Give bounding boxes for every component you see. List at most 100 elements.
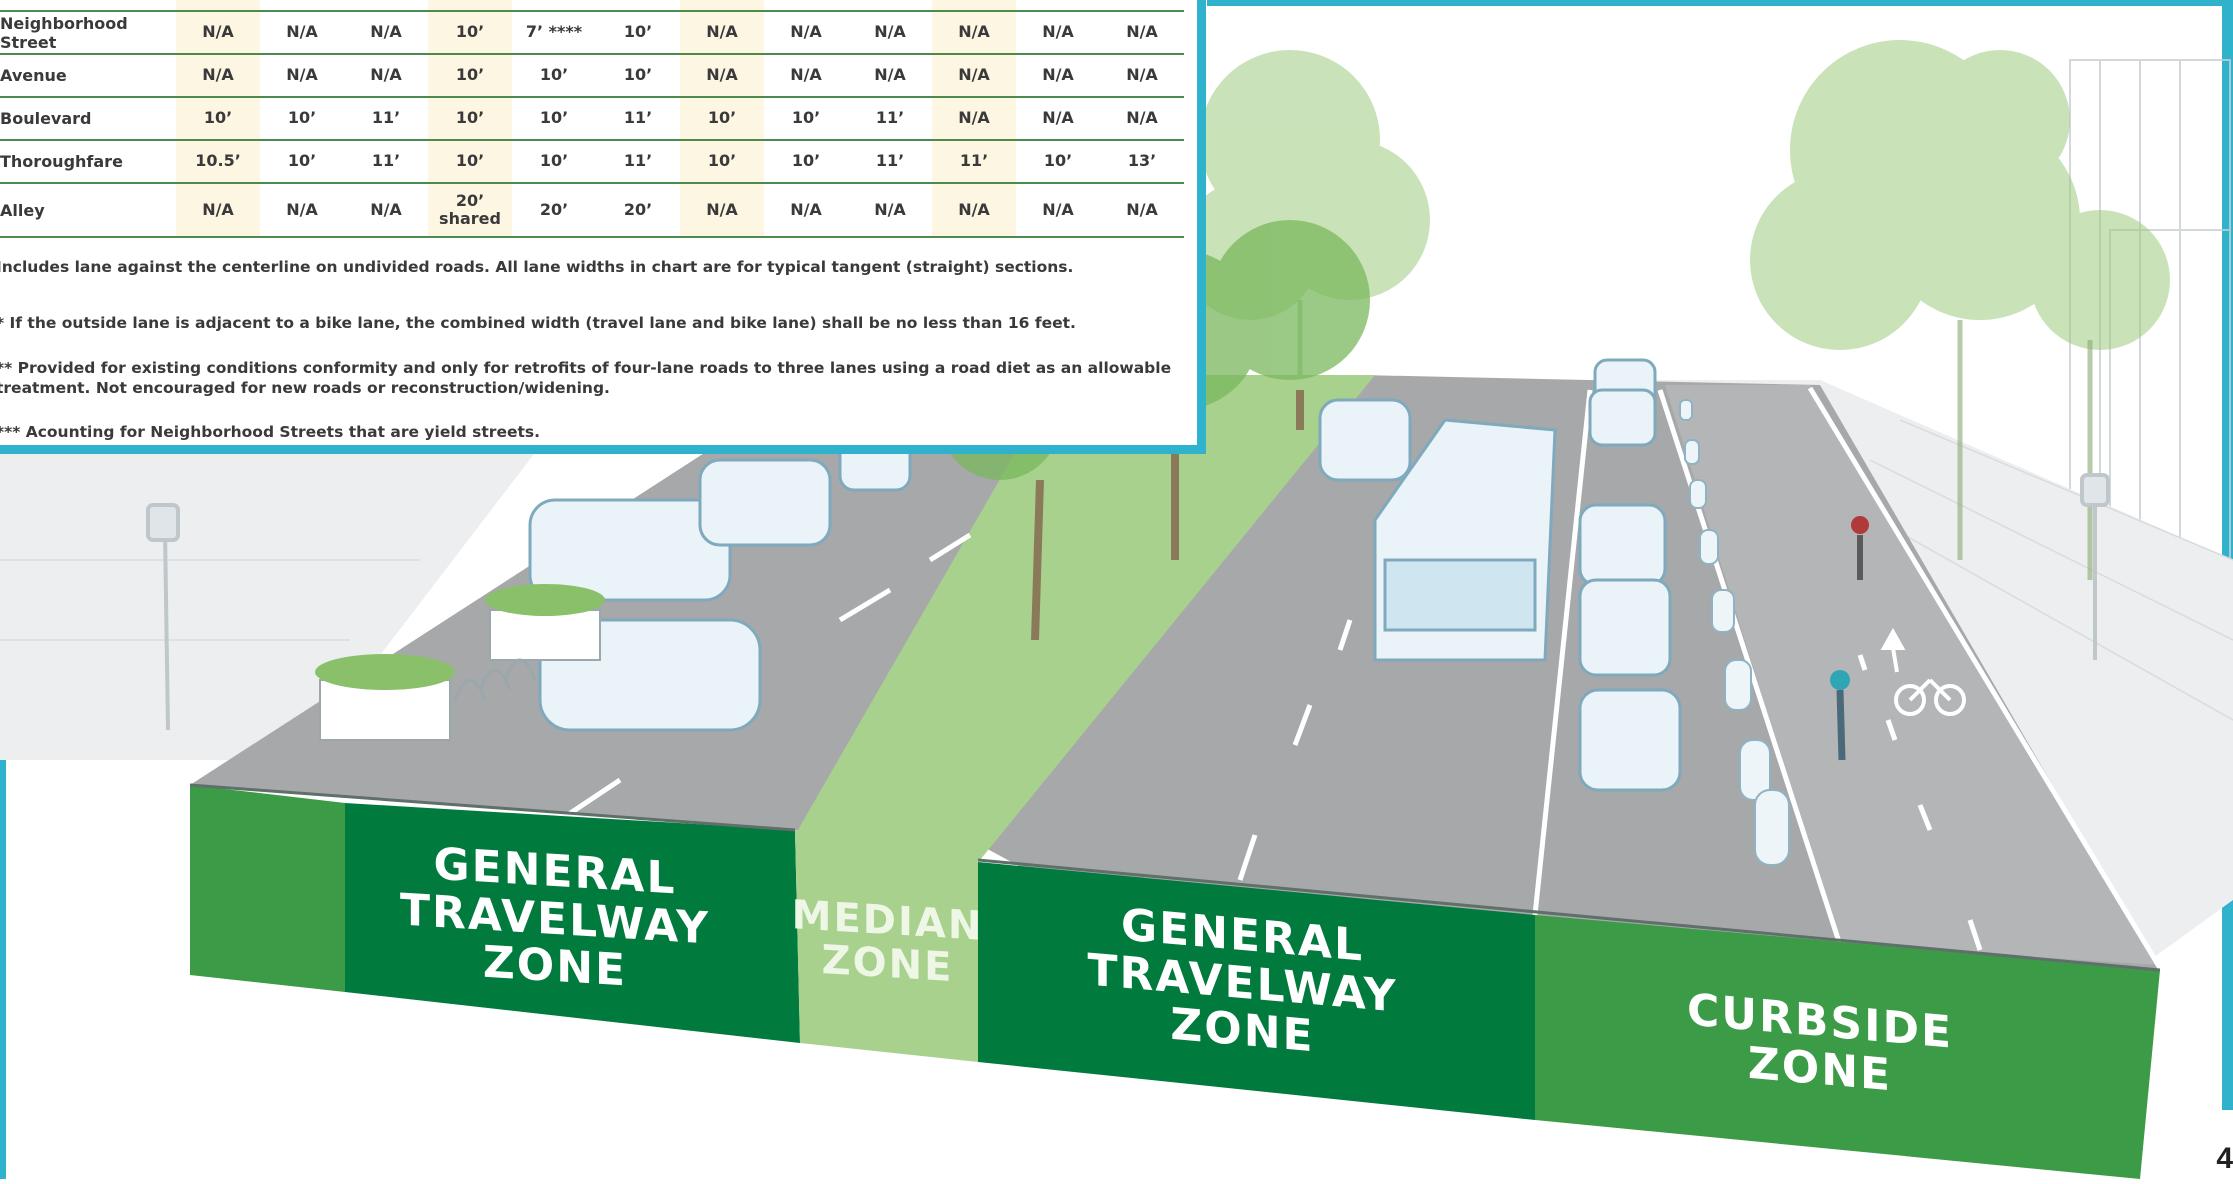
lane-width-cell: N/A (344, 183, 428, 238)
lane-width-cell: 10’ (428, 11, 512, 55)
lane-width-cell: N/A (932, 97, 1016, 141)
frame-top-edge (1207, 0, 2233, 6)
table-header-cell (764, 0, 848, 12)
table-header-cell (596, 0, 680, 12)
lane-width-cell: N/A (1016, 183, 1100, 238)
lane-width-cell: N/A (680, 54, 764, 98)
table-header-cell (512, 0, 596, 12)
lane-width-cell: 10’ (512, 54, 596, 98)
lane-markings (558, 532, 1983, 951)
lane-width-cell: 10’ (596, 54, 680, 98)
lane-width-cell: 20’ shared (428, 183, 512, 238)
table-header-cell (260, 0, 344, 12)
lane-width-cell: N/A (344, 11, 428, 55)
lane-width-cell: N/A (176, 183, 260, 238)
lane-width-cell: 11’ (596, 140, 680, 184)
bus (1373, 418, 1557, 662)
street-type-cell: Thoroughfare (0, 140, 176, 184)
lane-width-cell: 11’ (344, 97, 428, 141)
planters (315, 584, 605, 741)
street-type-cell: Boulevard (0, 97, 176, 141)
lane-width-cell: N/A (1016, 97, 1100, 141)
lane-width-cell: N/A (260, 11, 344, 55)
page-number: 4 (2216, 1142, 2233, 1175)
bike-rack (453, 658, 537, 701)
lane-width-cell: N/A (1100, 97, 1184, 141)
bike-lane-separators (1679, 399, 1790, 866)
lane-width-cell: N/A (344, 54, 428, 98)
table-header-cell (1100, 0, 1184, 12)
lane-width-cell: N/A (260, 183, 344, 238)
right-travelway-zone-face (978, 862, 1535, 1120)
lane-width-cell: 11’ (932, 140, 1016, 184)
lane-width-cell: 10.5’ (176, 140, 260, 184)
lane-width-cell: 10’ (428, 97, 512, 141)
median-strip-top (795, 375, 1375, 860)
frame-right-edge (2222, 0, 2233, 1110)
lane-width-cell: N/A (764, 11, 848, 55)
curbside-zone-face (1535, 915, 2160, 1179)
table-header-cell (1016, 0, 1100, 12)
zone-label-median: MEDIAN ZONE (791, 892, 984, 992)
table-header-cell (848, 0, 932, 12)
street-lamp-left (146, 503, 180, 731)
parked-cars-right (1578, 358, 1682, 792)
table-header-cell (0, 0, 176, 12)
table-header-cell (176, 0, 260, 12)
street-type-cell: Neighborhood Street (0, 11, 176, 55)
lane-width-cell: 11’ (596, 97, 680, 141)
parked-cars-left (528, 438, 912, 732)
lane-width-cell: 10’ (596, 11, 680, 55)
car-travel-lane (1318, 398, 1412, 482)
lane-width-cell: N/A (1016, 11, 1100, 55)
lane-width-cell: N/A (680, 183, 764, 238)
lane-width-cell: 10’ (260, 97, 344, 141)
table-note-3: ** Provided for existing conditions conf… (0, 359, 1172, 398)
bike-lane-symbol (1880, 627, 1966, 716)
table-header-cell (428, 0, 512, 12)
street-type-cell: Alley (0, 183, 176, 238)
left-travelway-zone-face (345, 803, 800, 1043)
street-lamp-right (2080, 473, 2110, 660)
lane-width-cell: N/A (1100, 54, 1184, 98)
zone-label-left-travelway: GENERAL TRAVELWAY ZONE (400, 838, 710, 997)
lane-width-cell: N/A (1100, 183, 1184, 238)
lane-width-cell: N/A (848, 183, 932, 238)
lane-width-cell: 10’ (764, 140, 848, 184)
table-note-4: *** Acounting for Neighborhood Streets t… (0, 423, 540, 441)
lane-width-cell: 20’ (596, 183, 680, 238)
lane-width-cell: 10’ (1016, 140, 1100, 184)
table-note-1: Includes lane against the centerline on … (0, 258, 1074, 276)
lane-width-cell: 11’ (344, 140, 428, 184)
lane-width-cell: N/A (1016, 54, 1100, 98)
lane-width-cell: 13’ (1100, 140, 1184, 184)
lane-width-cell: 10’ (680, 97, 764, 141)
lane-width-cell: N/A (176, 11, 260, 55)
lane-width-cell: 10’ (428, 140, 512, 184)
lane-width-cell: 11’ (848, 97, 932, 141)
lane-width-cell: 11’ (848, 140, 932, 184)
lane-width-cell: 10’ (428, 54, 512, 98)
table-note-2: * If the outside lane is adjacent to a b… (0, 314, 1076, 332)
median-zone-face (795, 830, 978, 1062)
lane-width-cell: N/A (764, 183, 848, 238)
lane-width-cell: 20’ (512, 183, 596, 238)
lane-width-cell: N/A (176, 54, 260, 98)
lane-width-cell: 10’ (680, 140, 764, 184)
lane-width-cell: N/A (932, 183, 1016, 238)
lane-width-cell: 7’ **** (512, 11, 596, 55)
left-edge-face (190, 785, 345, 992)
lane-width-cell: N/A (932, 11, 1016, 55)
lane-width-cell: N/A (932, 54, 1016, 98)
lane-width-cell: N/A (848, 54, 932, 98)
table-header-cell (680, 0, 764, 12)
lane-width-cell: 10’ (260, 140, 344, 184)
lane-width-cell: 10’ (512, 97, 596, 141)
bike-lane-surface (1665, 385, 2160, 965)
